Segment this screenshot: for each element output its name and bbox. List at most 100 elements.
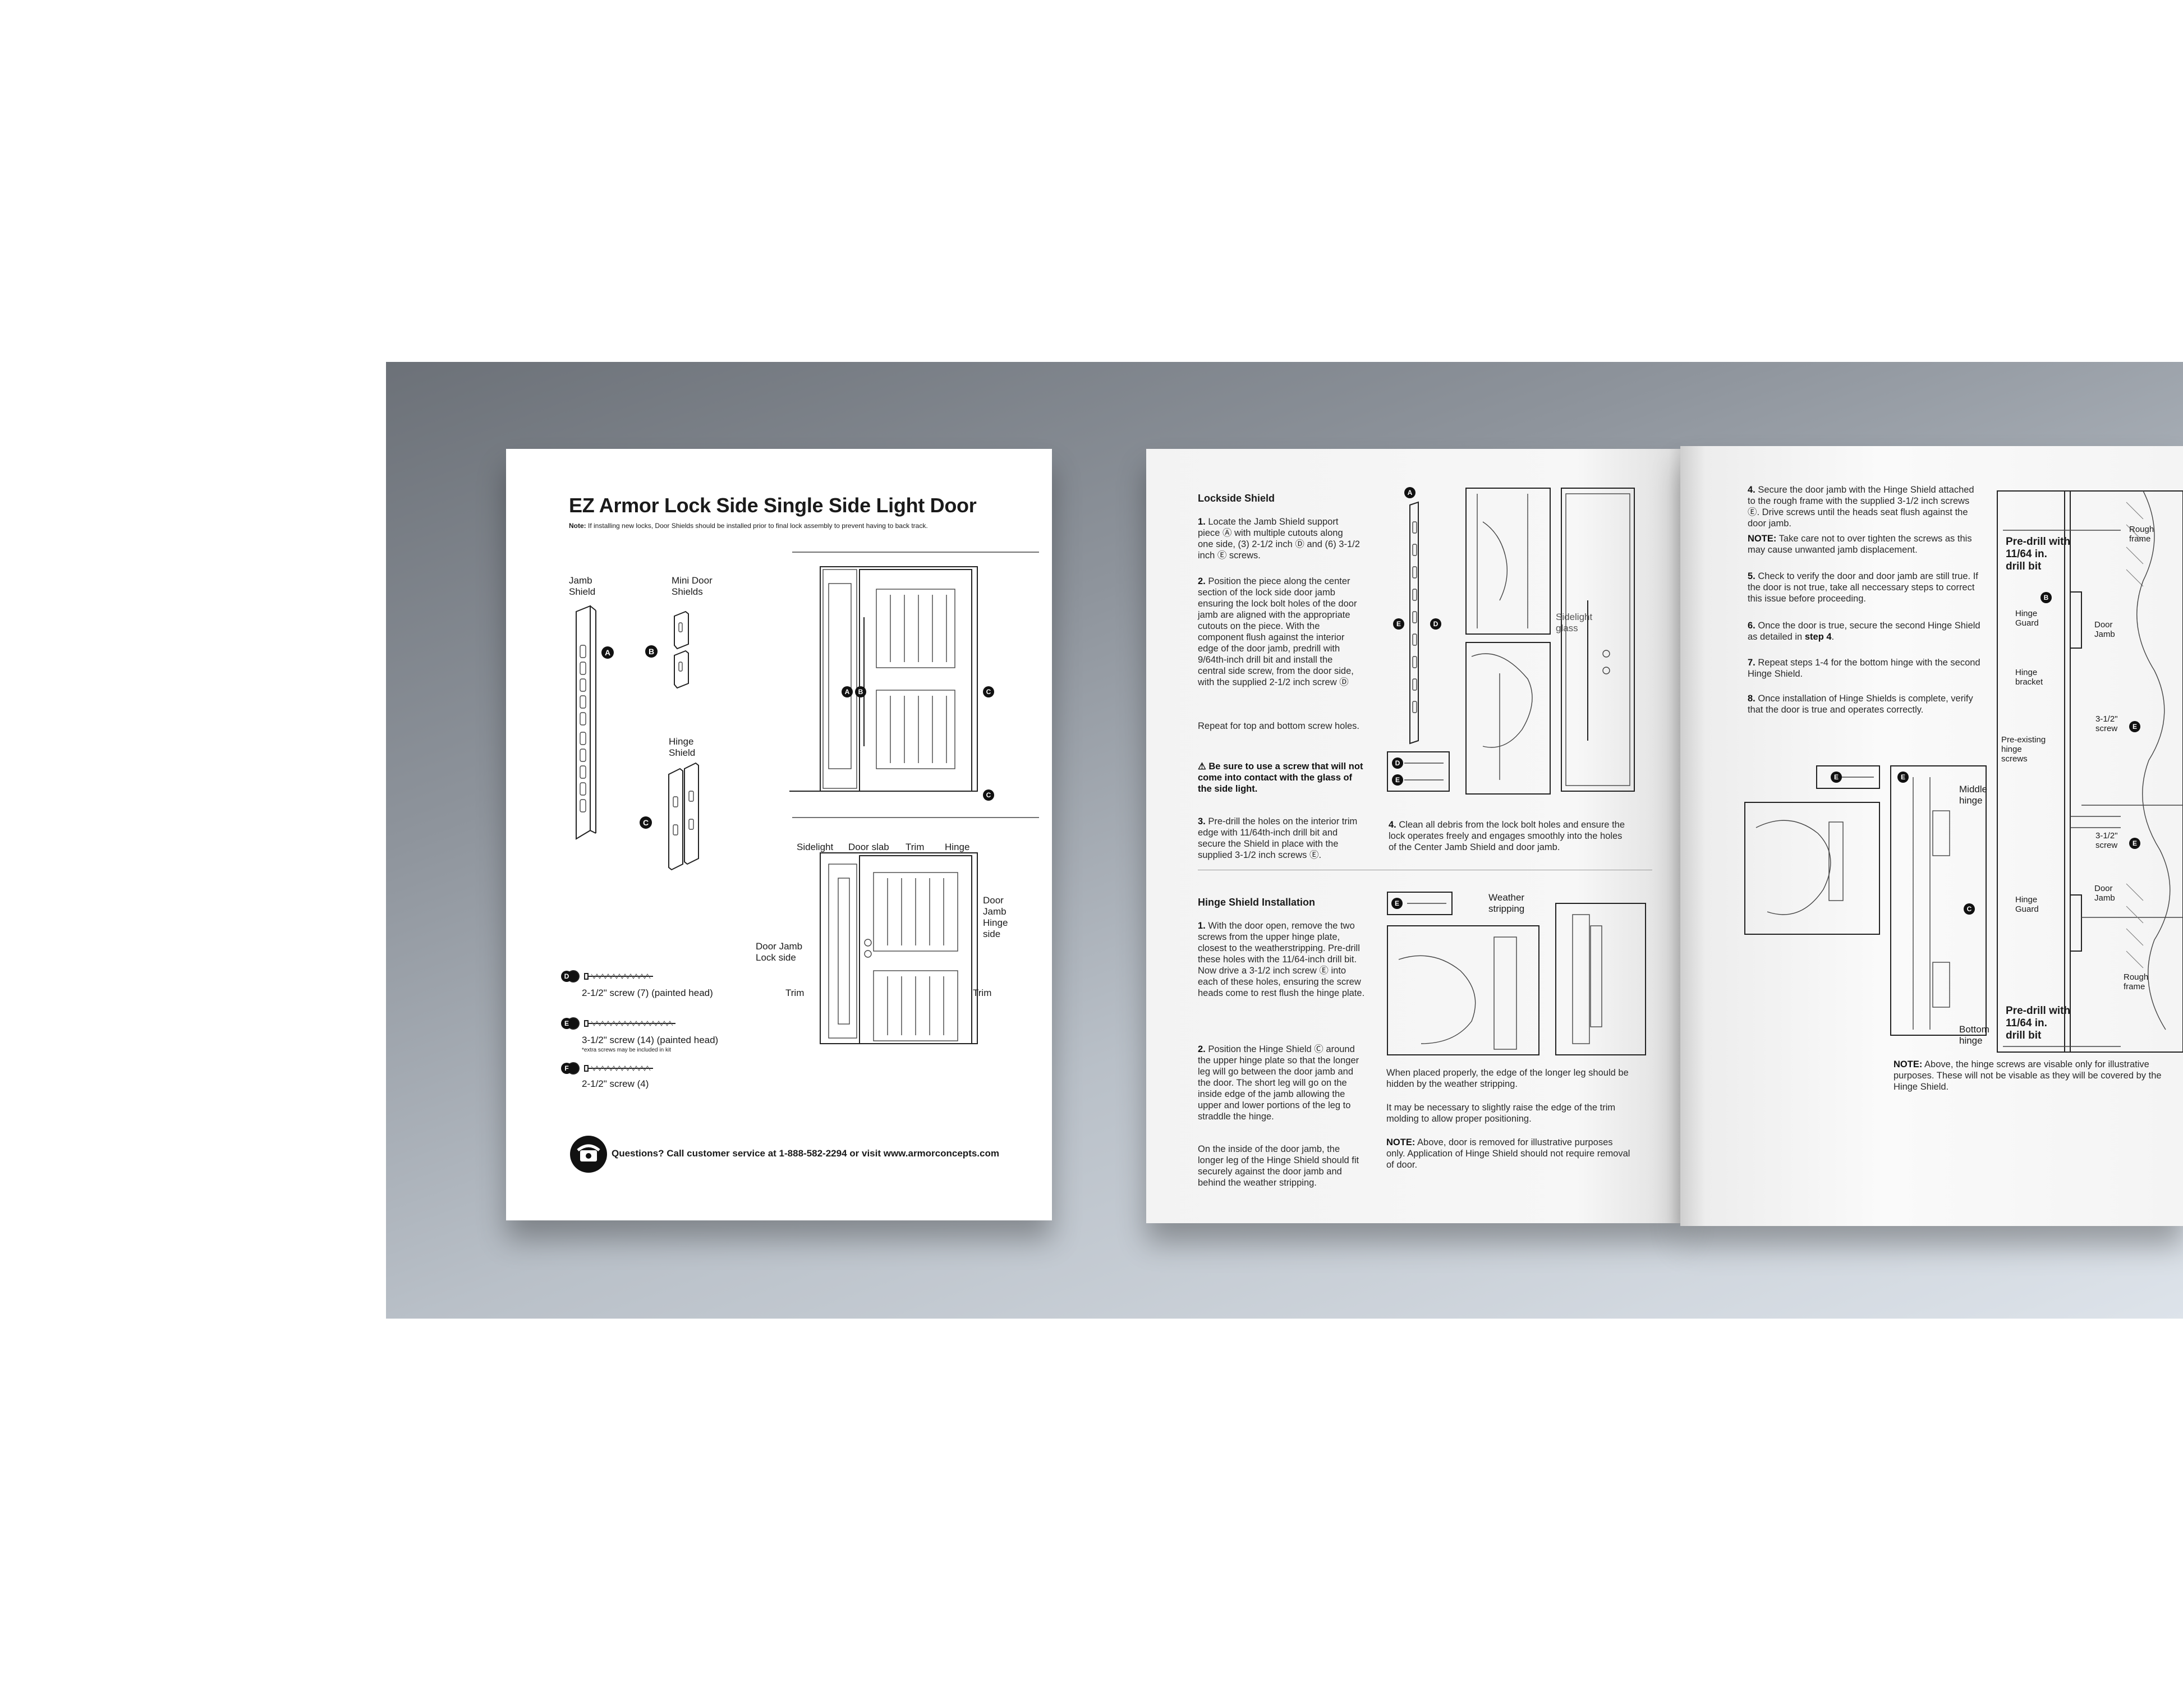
- step-number: 4.: [1748, 485, 1755, 495]
- hinge-screws-note: NOTE: Above, the hinge screws are visabl…: [1894, 1059, 2174, 1092]
- hinge-shield-installation-heading: Hinge Shield Installation: [1198, 897, 1316, 908]
- when-placed-text: When placed properly, the edge of the lo…: [1386, 1068, 1629, 1089]
- step-text: Once installation of Hinge Shields is co…: [1748, 694, 1973, 715]
- hinge-step-8: 8. Once installation of Hinge Shields is…: [1748, 693, 1983, 715]
- step-text: Repeat steps 1-4 for the bottom hinge wi…: [1748, 658, 1980, 679]
- instruction-sheet-page-3: 4. Secure the door jamb with the Hinge S…: [1680, 446, 2183, 1226]
- mini-door-shields-illustration: [674, 610, 689, 689]
- screw-callout-e: E: [1392, 774, 1403, 786]
- predrill-top-label: Pre-drill with 11/64 in. drill bit: [2006, 536, 2071, 572]
- jamb-shield-label: Jamb Shield: [569, 575, 596, 597]
- repeat-instruction: Repeat for top and bottom screw holes.: [1198, 721, 1359, 731]
- rough-frame-top-label: Rough frame: [2129, 525, 2154, 544]
- door-diagrams: [789, 552, 1039, 1044]
- lockside-callout-a: A: [1404, 487, 1415, 498]
- screw-3-5-top-label: 3-1/2" screw: [2095, 714, 2118, 733]
- screw-e-note: *extra screws may be included in kit: [582, 1047, 671, 1053]
- hinge-guard-bottom-label: Hinge Guard: [2015, 895, 2039, 914]
- hinge-step-6: 6. Once the door is true, secure the sec…: [1748, 621, 1980, 642]
- lockside-callout-d: D: [1430, 618, 1441, 630]
- hinge-step-7: 7. Repeat steps 1-4 for the bottom hinge…: [1748, 657, 1983, 679]
- sidelight-glass-label: Sidelight glass: [1556, 612, 1593, 633]
- warning-icon: ⚠: [1198, 761, 1206, 772]
- step-number: 8.: [1748, 694, 1755, 704]
- step-text: Once the door is true, secure the second…: [1748, 621, 1980, 642]
- step-text: Secure the door jamb with the Hinge Shie…: [1748, 485, 1974, 529]
- mini-door-shields-label: Mini Door Shields: [672, 575, 713, 597]
- warning-text: Be sure to use a screw that will not com…: [1198, 761, 1363, 794]
- trim-top-label: Trim: [906, 842, 925, 852]
- callout-e: E: [561, 1018, 572, 1029]
- rough-frame-bottom-label: Rough frame: [2124, 972, 2149, 991]
- sidelight-label: Sidelight: [797, 842, 834, 852]
- lockside-callout-e: E: [1393, 618, 1404, 630]
- warning-message: ⚠ Be sure to use a screw that will not c…: [1198, 761, 1366, 795]
- customer-service-footer: Questions? Call customer service at 1-88…: [612, 1148, 999, 1159]
- note-text: If installing new locks, Door Shields sh…: [588, 522, 928, 530]
- note-text: Take care not to over tighten the screws…: [1748, 534, 1972, 555]
- step-number: 1.: [1198, 921, 1206, 931]
- step-text: With the door open, remove the two screw…: [1198, 921, 1365, 998]
- hinge-step-5: 5. Check to verify the door and door jam…: [1748, 571, 1983, 604]
- step-text: Locate the Jamb Shield support piece Ⓐ w…: [1198, 517, 1360, 561]
- cross-section-diagram: [1997, 490, 2183, 1053]
- door-callout-b: B: [855, 686, 866, 697]
- lockside-shield-heading: Lockside Shield: [1198, 493, 1275, 504]
- lockside-illustrations: [1387, 488, 1635, 795]
- callout-b: B: [645, 645, 658, 658]
- hinge-illustrations: [1387, 892, 1646, 1055]
- instruction-sheet-page-1: EZ Armor Lock Side Single Side Light Doo…: [506, 449, 1052, 1220]
- screw-3-5-bottom-label: 3-1/2" screw: [2095, 831, 2118, 850]
- step-text: Position the Hinge Shield Ⓒ around the u…: [1198, 1044, 1359, 1122]
- note-label: Note:: [569, 522, 586, 530]
- hinge-screw-callout-e: E: [1391, 898, 1403, 909]
- hinge-shield-label: Hinge Shield: [669, 736, 696, 758]
- install-note: Note: If installing new locks, Door Shie…: [569, 522, 1018, 530]
- step-text: Check to verify the door and door jamb a…: [1748, 571, 1978, 604]
- bottom-hinge-label: Bottom hinge: [1959, 1024, 1989, 1046]
- screw-f-label: 2-1/2" screw (4): [582, 1078, 649, 1089]
- section-callout-e-bottom: E: [2129, 838, 2140, 849]
- step-number: 4.: [1389, 820, 1396, 830]
- trim-left-label: Trim: [785, 988, 805, 998]
- note-text: Above, the hinge screws are visable only…: [1894, 1059, 2162, 1092]
- trim-right-label: Trim: [973, 988, 992, 998]
- callout-d: D: [561, 971, 572, 982]
- step-text: Clean all debris from the lock bolt hole…: [1389, 820, 1625, 852]
- hinge-step-2-detail: On the inside of the door jamb, the long…: [1198, 1144, 1359, 1188]
- hinge-step-2: 2. Position the Hinge Shield Ⓒ around th…: [1198, 1044, 1366, 1122]
- door-callout-c-top: C: [983, 686, 994, 697]
- illus-callout-e-2: E: [1897, 772, 1909, 783]
- step-number: 6.: [1748, 621, 1755, 631]
- step-number: 3.: [1198, 816, 1206, 827]
- step-text: Pre-drill the holes on the interior trim…: [1198, 816, 1358, 860]
- hinge-install-illustrations: [1744, 765, 1987, 1036]
- step-number: 1.: [1198, 517, 1206, 527]
- lockside-step-4: 4. Clean all debris from the lock bolt h…: [1389, 819, 1630, 853]
- step-number: 2.: [1198, 576, 1206, 586]
- section-callout-e-top: E: [2129, 721, 2140, 732]
- door-callout-c-bottom: C: [983, 789, 994, 801]
- screw-callout-d: D: [1392, 757, 1403, 769]
- door-slab-label: Door slab: [848, 842, 889, 852]
- note-label: NOTE:: [1894, 1059, 1923, 1069]
- lockside-step-2: 2. Position the piece along the center s…: [1198, 576, 1361, 688]
- section-callout-b: B: [2040, 592, 2052, 603]
- illus-callout-e-1: E: [1831, 772, 1842, 783]
- screw-d-label: 2-1/2" screw (7) (painted head): [582, 988, 713, 998]
- pre-existing-hinge-screws-label: Pre-existing hinge screws: [2001, 735, 2046, 764]
- hinge-guard-top-label: Hinge Guard: [2015, 609, 2039, 628]
- may-be-necessary-text: It may be necessary to slightly raise th…: [1386, 1103, 1616, 1124]
- note-label: NOTE:: [1386, 1137, 1415, 1147]
- door-jamb-top-label: Door Jamb: [2094, 620, 2115, 639]
- lockside-step-1: 1. Locate the Jamb Shield support piece …: [1198, 516, 1361, 561]
- hinge-bracket-label: Hinge bracket: [2015, 668, 2043, 687]
- hinge-label: Hinge: [945, 842, 970, 852]
- door-jamb-hinge-side-label: Door Jamb Hinge side: [983, 895, 1008, 939]
- hinge-step-4: 4. Secure the door jamb with the Hinge S…: [1748, 484, 1983, 529]
- predrill-bottom-label: Pre-drill with 11/64 in. drill bit: [2006, 1005, 2071, 1041]
- step-number: 2.: [1198, 1044, 1206, 1054]
- callout-a: A: [601, 646, 614, 659]
- lockside-step-3: 3. Pre-drill the holes on the interior t…: [1198, 816, 1361, 861]
- door-jamb-lock-side-label: Door Jamb Lock side: [756, 941, 803, 963]
